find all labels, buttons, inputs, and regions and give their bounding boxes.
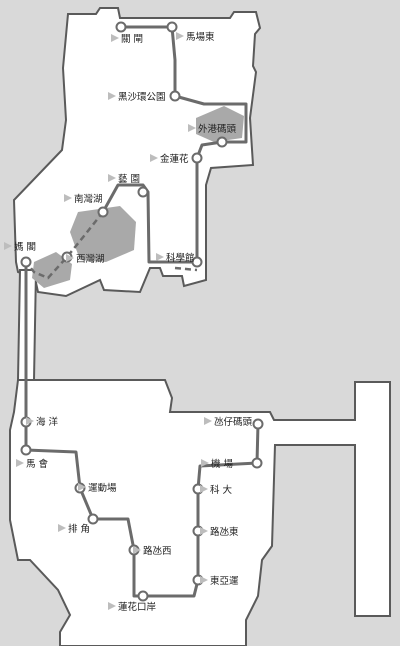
pointer-icon [108, 602, 116, 610]
station-s2[interactable]: 馬場東 [166, 21, 216, 44]
station-label: 機 場 [211, 458, 234, 470]
pointer-icon [188, 124, 196, 132]
station-label: 蓮花口岸 [118, 601, 157, 613]
route-line-planned-segment [25, 211, 104, 280]
station-label: 馬 會 [26, 458, 49, 470]
station-label: 馬場東 [186, 31, 215, 43]
station-s9[interactable]: 西灣湖 [61, 251, 105, 266]
station-label: 運動場 [88, 482, 117, 494]
pointer-icon [201, 459, 209, 467]
station-marker[interactable] [137, 186, 149, 198]
station-marker[interactable] [166, 21, 178, 33]
route-line-taipa [24, 262, 260, 598]
station-marker[interactable] [20, 256, 32, 268]
station-s21[interactable]: 蓮花口岸 [108, 590, 157, 614]
station-s10[interactable]: 科學館 [156, 252, 203, 268]
station-label: 路氹西 [143, 545, 172, 557]
outer-harbour-pond [196, 106, 244, 142]
station-label: 海 洋 [36, 416, 59, 428]
taipa-cotai-land [9, 379, 391, 646]
station-s5[interactable]: 金蓮花 [150, 152, 203, 165]
pointer-icon [133, 546, 141, 554]
station-s15[interactable]: 運動場 [74, 482, 118, 494]
station-s7[interactable]: 南灣湖 [64, 193, 109, 218]
route-lines [24, 25, 260, 598]
station-label: 關 閘 [121, 34, 143, 45]
pointer-icon [176, 32, 184, 40]
station-s6[interactable]: 藝 園 [108, 173, 149, 198]
station-s20[interactable]: 東亞運 [192, 574, 240, 587]
station-marker[interactable] [20, 444, 32, 456]
station-marker[interactable] [191, 256, 203, 268]
pointer-icon [150, 154, 158, 162]
pointer-icon [204, 417, 212, 425]
station-label: 黑沙環公園 [118, 92, 166, 103]
station-s1[interactable]: 關 閘 [111, 21, 143, 46]
station-s18[interactable]: 路氹東 [192, 525, 240, 538]
station-s13[interactable]: 馬 會 [16, 444, 49, 471]
pointer-icon [108, 92, 116, 100]
station-label: 東亞運 [210, 575, 239, 587]
station-marker[interactable] [97, 206, 109, 218]
station-marker[interactable] [216, 136, 228, 148]
peninsula-land [12, 7, 262, 298]
station-s19[interactable]: 路氹西 [128, 544, 172, 557]
station-s11[interactable]: 海 洋 [20, 416, 59, 428]
pointer-icon [78, 483, 86, 491]
station-label: 外港碼頭 [198, 123, 237, 135]
pointer-icon [200, 485, 208, 493]
station-label: 西灣湖 [76, 253, 105, 265]
station-label: 南灣湖 [74, 193, 103, 205]
station-marker[interactable] [137, 590, 149, 602]
station-s3[interactable]: 黑沙環公園 [108, 90, 181, 104]
nam-van-lake [70, 206, 136, 262]
station-s8[interactable]: 媽 閣 [4, 241, 36, 268]
station-s14[interactable]: 機 場 [201, 457, 263, 470]
pointer-icon [58, 524, 66, 532]
station-s17[interactable]: 排 角 [58, 513, 99, 536]
station-label: 科學館 [166, 252, 195, 264]
pointer-icon [66, 254, 74, 262]
station-s4[interactable]: 外港碼頭 [188, 123, 237, 148]
pointer-icon [16, 459, 24, 467]
route-line-peninsula-east [121, 25, 248, 262]
station-label: 排 角 [68, 523, 90, 535]
station-label: 藝 園 [118, 173, 140, 185]
station-label: 路氹東 [210, 526, 239, 538]
pointer-icon [156, 253, 164, 261]
station-s12[interactable]: 氹仔碼頭 [204, 416, 264, 430]
pointer-icon [111, 34, 119, 42]
station-label: 金蓮花 [160, 153, 189, 165]
station-marker[interactable] [87, 513, 99, 525]
station-marker[interactable] [169, 90, 181, 102]
pointer-icon [200, 576, 208, 584]
station-label: 媽 閣 [14, 241, 36, 253]
station-s16[interactable]: 科 大 [192, 483, 233, 496]
pointer-icon [200, 527, 208, 535]
station-marker[interactable] [191, 152, 203, 164]
station-label: 氹仔碼頭 [214, 416, 253, 428]
pointer-icon [4, 242, 12, 250]
station-label: 科 大 [210, 484, 233, 496]
station-marker[interactable] [115, 21, 127, 33]
pointer-icon [26, 417, 34, 425]
station-marker[interactable] [252, 418, 264, 430]
station-marker[interactable] [251, 457, 263, 469]
route-line-planned-stub [174, 266, 198, 272]
pointer-icon [64, 194, 72, 202]
pointer-icon [108, 174, 116, 182]
